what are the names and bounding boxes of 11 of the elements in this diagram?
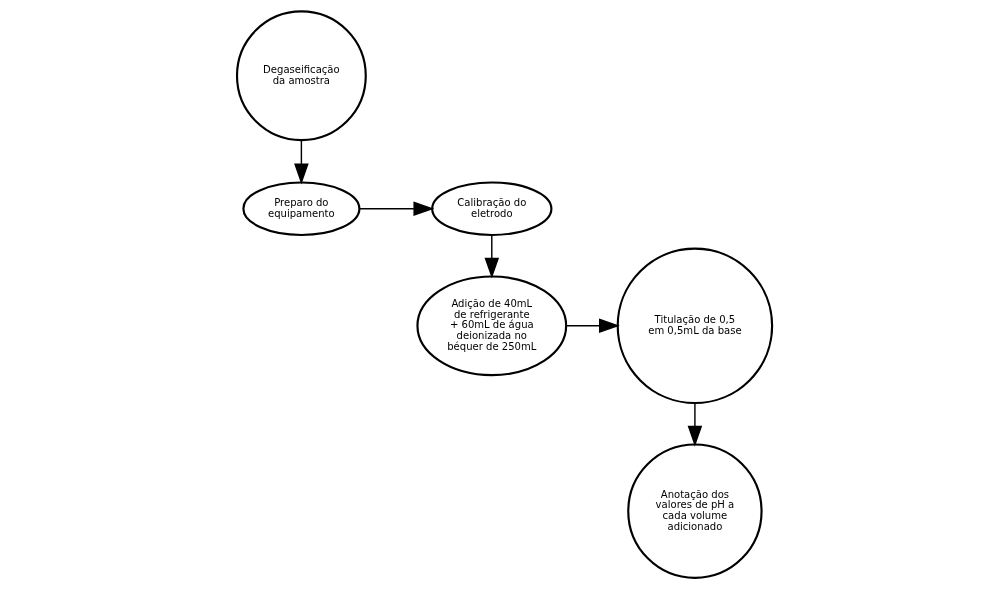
arrow — [564, 318, 620, 334]
node-ellipse: Calibração do eletrodo — [430, 181, 552, 237]
node-circle: Anotação dos valores de pH a cada volume adicionado — [626, 443, 763, 579]
arrow — [687, 402, 702, 447]
node-circle: Degaseificação da amostra — [235, 10, 367, 142]
arrow — [484, 234, 499, 279]
arrow — [358, 201, 434, 216]
node-ellipse: Preparo do equipamento — [241, 181, 360, 237]
node-circle: Titulação de 0,5 em 0,5mL da base — [616, 247, 773, 405]
node-ellipse: Adição de 40mL de refrigerante + 60mL de água deionizada no béquer de 250mL — [415, 275, 567, 377]
arrow — [293, 139, 309, 185]
